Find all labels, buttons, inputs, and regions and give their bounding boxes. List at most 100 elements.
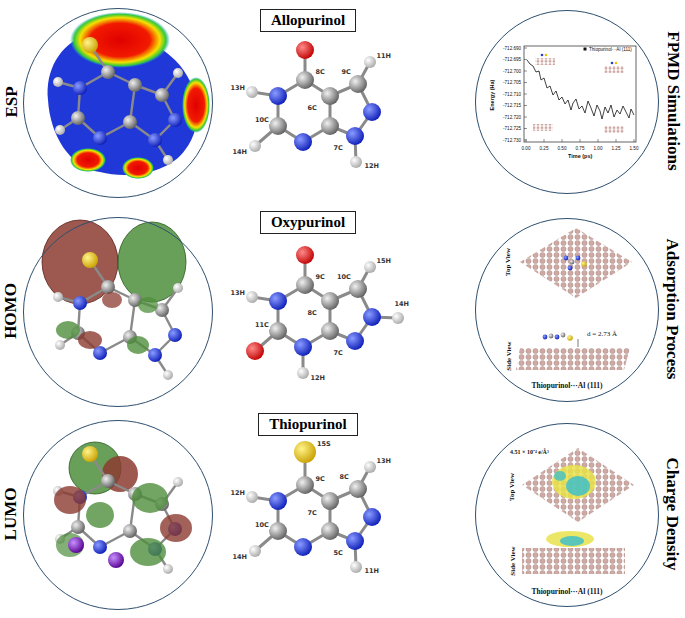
circle-shape	[349, 280, 367, 298]
circle-shape	[611, 62, 614, 65]
tick-label: -712.710	[503, 92, 521, 97]
atom-label: 9C	[315, 475, 326, 483]
circle-shape	[349, 480, 367, 498]
circle-shape	[246, 491, 258, 503]
line-shape	[524, 82, 527, 83]
rect-shape	[604, 66, 624, 73]
line-shape	[524, 140, 527, 141]
panel-circle: HOMO	[23, 217, 213, 407]
circle-shape	[570, 260, 575, 265]
circle-shape	[269, 87, 287, 105]
use-shape	[53, 446, 183, 574]
circle-shape	[68, 537, 84, 553]
polygon-shape	[516, 348, 630, 370]
polygon-shape	[520, 228, 632, 298]
tick-label: -712.730	[503, 138, 521, 143]
tick-label: 0.25	[540, 146, 549, 151]
atom-label: 12H	[310, 374, 327, 382]
tick-label: 1.50	[630, 146, 639, 151]
panel-label: Side View	[504, 341, 512, 370]
molecule-name-box: Oxypurinol	[260, 211, 356, 234]
panel-label: 4.51 × 10⁻⁴ e/Å³	[510, 448, 549, 456]
circle-shape	[346, 532, 364, 550]
circle-shape	[296, 246, 314, 264]
line-shape	[578, 339, 579, 347]
atom-label: 10C	[336, 273, 352, 281]
legend-text: Thiopurinol···Al (111)	[589, 47, 632, 52]
panel-label: Top View	[504, 248, 512, 276]
circle-shape	[269, 492, 287, 510]
circle-shape	[321, 87, 339, 105]
line-shape	[524, 105, 527, 106]
charge-density-views	[522, 448, 634, 574]
esp-map	[48, 12, 210, 179]
panel-heading: Adsorption Process	[662, 239, 682, 380]
circle-shape	[581, 261, 587, 267]
atom-label: 8C	[307, 309, 318, 317]
ellipse-shape	[546, 531, 594, 547]
use-shape	[53, 252, 183, 380]
rect-shape	[535, 58, 555, 65]
g-shape	[524, 48, 634, 142]
atom-label: 14H	[232, 553, 249, 561]
line-shape	[562, 139, 563, 142]
circle-shape	[568, 266, 573, 271]
line-shape	[580, 139, 581, 142]
panel-label: Thiopurinol···Al (111)	[532, 587, 603, 596]
line-shape	[544, 139, 545, 142]
circle-shape	[294, 538, 312, 556]
ellipse-shape	[86, 502, 114, 528]
molecule-name: Oxypurinol	[271, 214, 345, 230]
circle-shape	[321, 522, 339, 540]
tick-label: 1.25	[612, 146, 621, 151]
circle-shape	[294, 338, 312, 356]
ellipse-shape	[56, 321, 80, 339]
circle-shape	[269, 292, 287, 310]
line-shape	[616, 139, 617, 142]
circle-shape	[363, 308, 381, 326]
polyline-shape	[527, 60, 634, 119]
circle-shape	[561, 333, 566, 338]
circle-shape	[321, 117, 339, 135]
atom-label: 8C	[339, 473, 350, 481]
line-shape	[524, 48, 527, 49]
ellipse-shape	[127, 336, 149, 354]
tick-label: -712.705	[503, 80, 521, 85]
circle-shape	[392, 312, 404, 324]
ellipse-shape	[160, 514, 192, 542]
panel-circle: Charge Density	[475, 423, 659, 607]
circle-shape	[543, 335, 548, 340]
atom-label: 11H	[376, 52, 393, 60]
circle-shape	[364, 461, 376, 473]
atom-label: 14H	[232, 148, 249, 156]
circle-shape	[364, 261, 376, 273]
panel-circle: ESP	[23, 8, 213, 198]
line-shape	[524, 94, 527, 95]
ellipse-shape	[122, 157, 154, 179]
tick-label: -712.720	[503, 115, 521, 120]
tick-label: -712.725	[503, 126, 521, 131]
atom-label: 8C	[315, 68, 326, 76]
ellipse-shape	[132, 483, 168, 513]
atom-label: 10C	[254, 521, 270, 529]
tick-label: 0.75	[576, 146, 585, 151]
circle-shape	[349, 75, 367, 93]
circle-shape	[346, 127, 364, 145]
ellipse-shape	[552, 465, 596, 499]
tick-label: 0.00	[522, 146, 531, 151]
atom-label: 13H	[376, 457, 393, 465]
circle-shape	[363, 508, 381, 526]
thiopurinol-model	[246, 441, 381, 573]
atom-label: 9C	[341, 68, 352, 76]
circle-shape	[108, 552, 124, 568]
atom-label: 6C	[307, 104, 318, 112]
tick-label: -712.695	[503, 57, 521, 62]
circle-shape	[555, 335, 560, 340]
circle-shape	[297, 367, 309, 379]
circle-shape	[296, 476, 314, 494]
homo-orbital	[42, 220, 186, 380]
circle-shape	[541, 54, 544, 57]
circle-shape	[549, 334, 554, 339]
